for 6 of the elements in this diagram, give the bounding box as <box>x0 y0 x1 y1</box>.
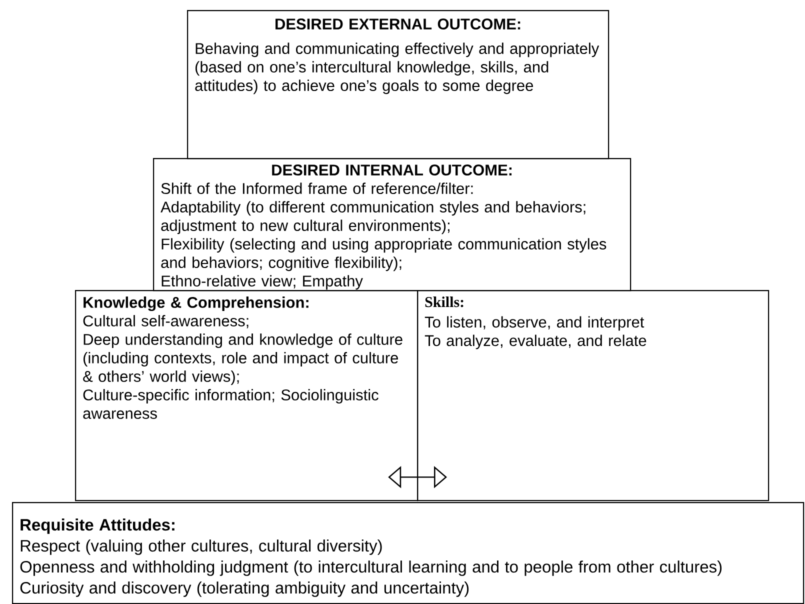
outcome-box: DESIRED EXTERNAL OUTCOME: Behaving and communicating effectively and appropriately (based on one’s intercultural knowledge, skills, and attitudes) to achieve one’s goals to some degree <box>187 10 610 160</box>
attitudes-box: Requisite Attitudes: Respect (valuing other cultures, cultural diversity) Openness and withholding judgment (to intercultural learning and to people from other cultures) Curiosity and discovery (tolerating ambiguity and uncertainty) <box>12 502 804 604</box>
skills-box: Skills: To listen, observe, and interpret To analyze, evaluate, and relate <box>417 290 770 502</box>
outcome-box: DESIRED INTERNAL OUTCOME: Shift of the Informed frame of reference/filter: Adaptability (to different communication styles and behaviors; adjustment to new cultural environments); Flexibility (selecting and using appropriate communication styles and behaviors; cognitive flexibility); Ethno-relative view; Empathy <box>153 158 632 292</box>
double-arrow <box>388 466 447 488</box>
knowledge-box: Knowledge & Comprehension: Cultural self-awareness; Deep understanding and knowledge of culture (including contexts, role and impact of culture & others’ world views); Culture-specific information; Sociolinguistic awareness <box>75 290 418 502</box>
